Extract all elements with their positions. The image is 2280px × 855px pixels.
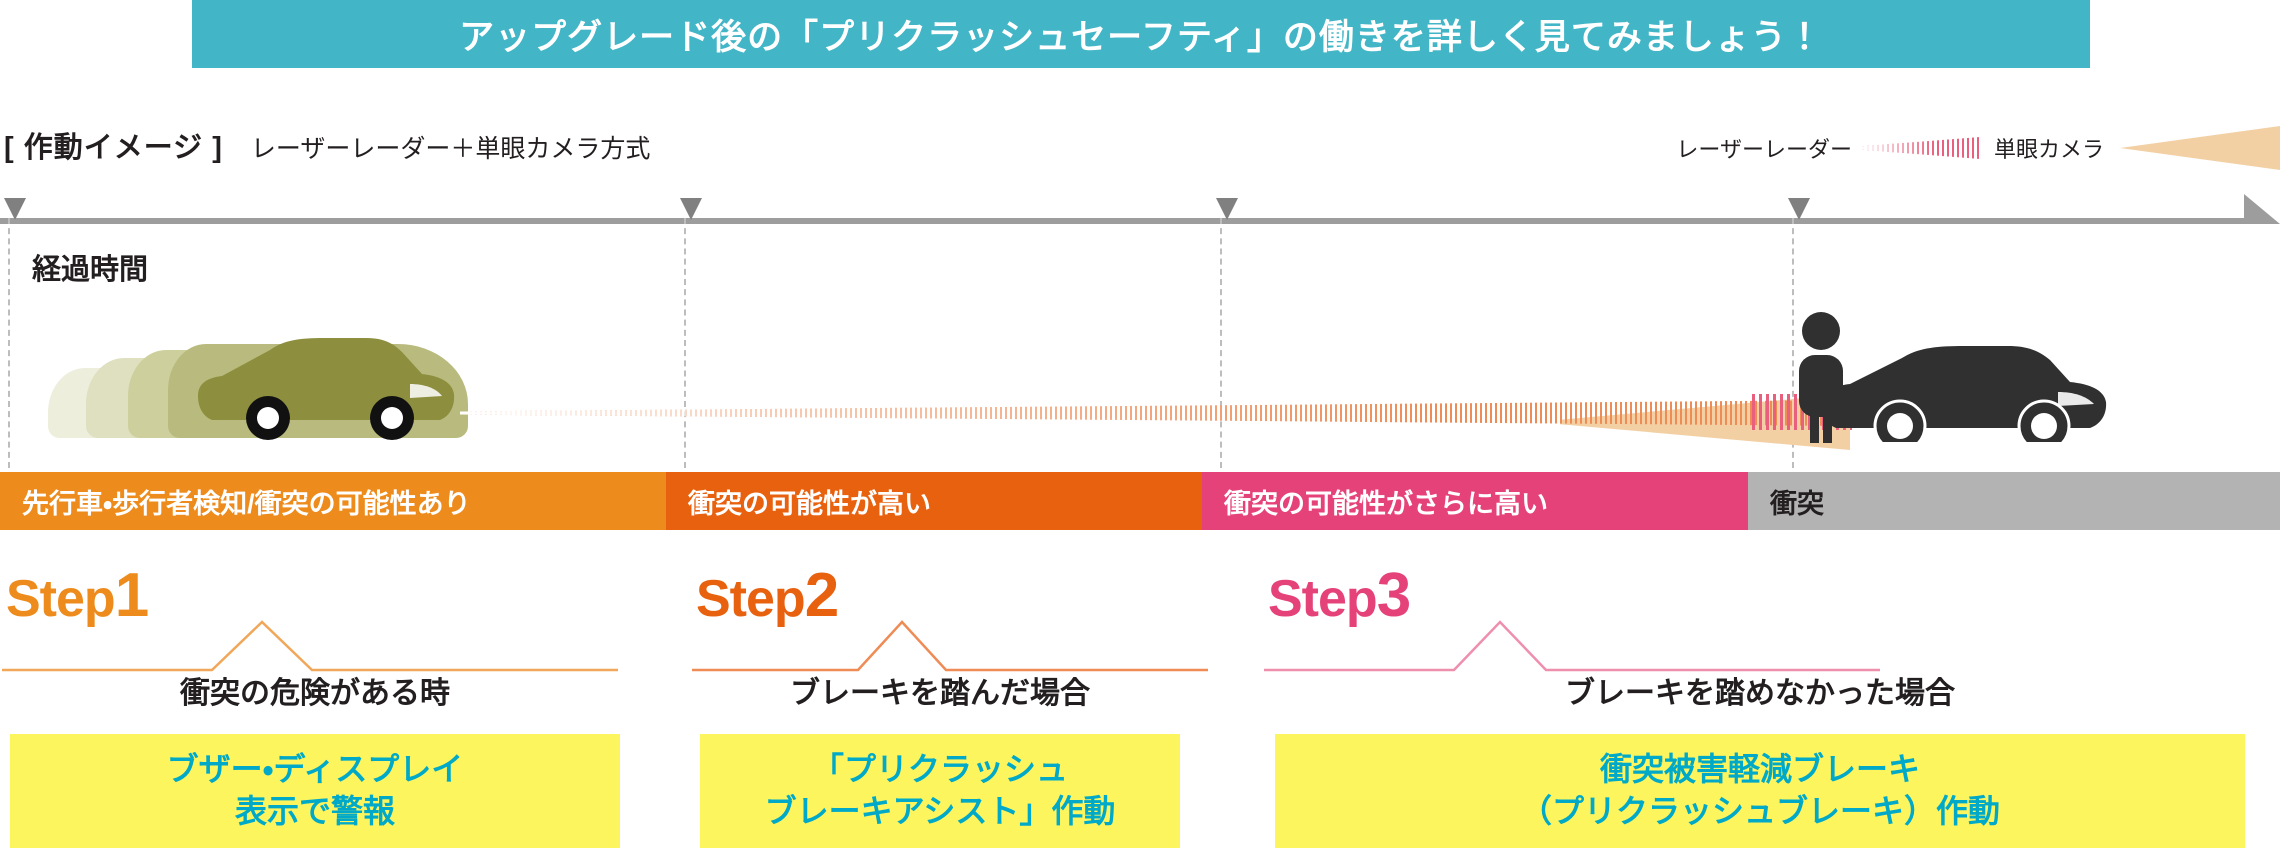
method-label: レーザーレーダー＋単眼カメラ方式 xyxy=(250,135,651,163)
phase-label: 衝突の可能性がさらに高い xyxy=(1224,488,1548,519)
stage-divider xyxy=(1220,218,1222,468)
step-word: Step xyxy=(6,570,116,628)
phase-segment: 衝突の可能性が高い xyxy=(666,472,1236,530)
caption-box-line: （プリクラッシュブレーキ）作動 xyxy=(1519,793,2000,830)
caption-title: ブレーキを踏んだ場合 xyxy=(790,677,1090,710)
timeline-tick xyxy=(1788,198,1810,220)
caption-column: ブレーキを踏めなかった場合 衝突被害軽減ブレーキ （プリクラッシュブレーキ）作動 xyxy=(1255,668,2265,849)
steps-row: Step1 Step2 Step3 xyxy=(0,560,2280,672)
timeline-tick xyxy=(4,198,26,220)
step-title: Step3 xyxy=(1268,560,1411,631)
stage-divider xyxy=(8,218,10,468)
laser-radar-beam-icon xyxy=(1861,137,1980,159)
step-word: Step xyxy=(1268,570,1378,628)
caption-box-line: 表示で警報 xyxy=(234,793,395,830)
laser-radar-beam xyxy=(460,400,1860,426)
scene-illustration: 経過時間 xyxy=(0,218,2280,470)
caption-box-line: 衝突被害軽減ブレーキ xyxy=(1599,751,1920,787)
step-number: 1 xyxy=(114,561,149,630)
caption-column: 衝突の危険がある時 ブザー・ディスプレイ 表示で警報 xyxy=(10,668,620,849)
phase-label: 先行車・歩行者検知/衝突の可能性あり xyxy=(22,488,471,519)
step-item: Step1 xyxy=(0,560,620,672)
phase-label: 衝突 xyxy=(1770,488,1824,519)
legend-right-group: レーザーレーダー 単眼カメラ xyxy=(1676,126,2280,170)
lead-car-icon xyxy=(1822,346,2107,442)
banner-title: アップグレード後の「プリクラッシュセーフティ」の働きを詳しく見てみましょう！ xyxy=(459,17,1823,57)
step-title: Step2 xyxy=(696,560,839,631)
legend-row: [ 作動イメージ ] レーザーレーダー＋単眼カメラ方式 レーザーレーダー 単眼カ… xyxy=(0,124,2280,174)
caption-box: ブザー・ディスプレイ 表示で警報 xyxy=(10,734,620,849)
phase-segment: 衝突の可能性がさらに高い xyxy=(1202,472,1782,530)
camera-cone-icon xyxy=(2120,126,2280,170)
step-bracket-icon xyxy=(2,620,618,672)
step-number: 3 xyxy=(1376,561,1411,630)
phase-bar: 先行車・歩行者検知/衝突の可能性あり 衝突の可能性が高い 衝突の可能性がさらに高… xyxy=(0,472,2280,530)
timeline-tick xyxy=(1216,198,1238,220)
header-banner: アップグレード後の「プリクラッシュセーフティ」の働きを詳しく見てみましょう！ xyxy=(192,0,2090,68)
step-bracket-icon xyxy=(692,620,1208,672)
caption-box-line: ブザー・ディスプレイ xyxy=(166,751,464,787)
caption-box-line: 「プリクラッシュ xyxy=(811,751,1068,787)
step-bracket-icon xyxy=(1264,620,1880,672)
step-word: Step xyxy=(696,570,806,628)
legend-radar-label: レーザーレーダー xyxy=(1676,137,1852,162)
caption-box-line: ブレーキアシスト」作動 xyxy=(764,793,1116,830)
step-title: Step1 xyxy=(6,560,149,631)
captions-row: 衝突の危険がある時 ブザー・ディスプレイ 表示で警報 ブレーキを踏んだ場合 「プ… xyxy=(0,668,2280,855)
phase-label: 衝突の可能性が高い xyxy=(688,488,931,519)
timeline-tick xyxy=(680,198,702,220)
step-number: 2 xyxy=(804,561,839,630)
caption-box: 「プリクラッシュ ブレーキアシスト」作動 xyxy=(700,734,1180,849)
stage-divider xyxy=(1792,218,1794,468)
caption-title: 衝突の危険がある時 xyxy=(180,677,450,710)
timeline-axis xyxy=(0,182,2280,224)
caption-box: 衝突被害軽減ブレーキ （プリクラッシュブレーキ）作動 xyxy=(1275,734,2245,849)
legend-left-group: [ 作動イメージ ] レーザーレーダー＋単眼カメラ方式 xyxy=(4,124,650,166)
caption-column: ブレーキを踏んだ場合 「プリクラッシュ ブレーキアシスト」作動 xyxy=(690,668,1190,849)
phase-segment: 先行車・歩行者検知/衝突の可能性あり xyxy=(0,472,700,530)
caption-title: ブレーキを踏めなかった場合 xyxy=(1565,677,1955,710)
elapsed-time-label: 経過時間 xyxy=(32,254,149,286)
phase-segment: 衝突 xyxy=(1748,472,2280,530)
stage-divider xyxy=(684,218,686,468)
step-item: Step3 xyxy=(1262,560,1882,672)
ego-car-icon xyxy=(198,338,455,440)
section-label: [ 作動イメージ ] xyxy=(4,132,223,164)
step-item: Step2 xyxy=(690,560,1210,672)
axis-line xyxy=(0,218,2245,224)
legend-camera-label: 単眼カメラ xyxy=(1993,137,2104,162)
